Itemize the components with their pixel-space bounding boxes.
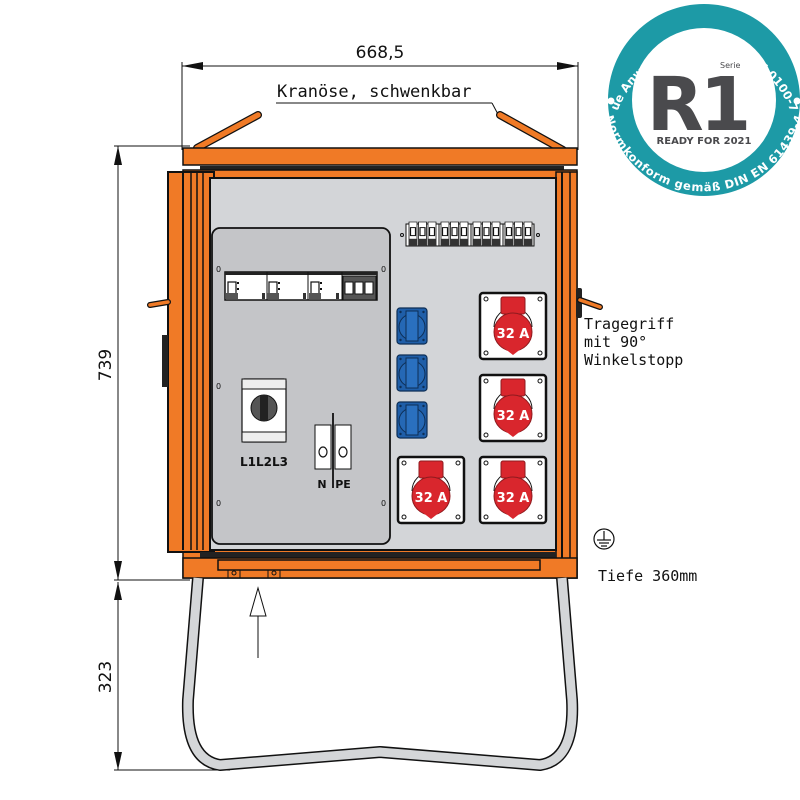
schuko-socket[interactable] xyxy=(396,307,428,345)
mcb[interactable] xyxy=(513,221,524,247)
height-dimension-body: 739 xyxy=(96,145,190,581)
breaker-group xyxy=(408,221,437,247)
svg-text:0: 0 xyxy=(216,265,221,274)
handle-label-line1: Tragegriff xyxy=(584,315,674,333)
body-height-value: 739 xyxy=(96,349,116,381)
cee-rating-label: 32 A xyxy=(497,491,530,506)
main-switch-phase-label: L1L2L3 xyxy=(240,455,288,469)
schuko-sockets xyxy=(396,307,428,439)
breaker-group xyxy=(502,221,533,247)
cee-rating-label: 32 A xyxy=(497,327,530,342)
crane-eye-callout: Kranöse, schwenkbar xyxy=(276,82,501,119)
crane-eye-label: Kranöse, schwenkbar xyxy=(277,82,471,102)
mcb[interactable] xyxy=(459,221,469,247)
badge-series-caption: Serie xyxy=(720,61,741,70)
mcb[interactable] xyxy=(472,221,482,247)
handle-label-line3: Winkelstopp xyxy=(584,351,683,369)
cee-rating-label: 32 A xyxy=(415,491,448,506)
crane-eye-right xyxy=(496,111,567,154)
mcb[interactable] xyxy=(427,221,437,247)
top-breaker-row xyxy=(400,221,540,247)
cable-entry-arrow xyxy=(249,586,267,658)
schuko-socket[interactable] xyxy=(396,354,428,392)
mcb[interactable] xyxy=(440,221,450,247)
leg-height-value: 323 xyxy=(96,661,116,693)
earth-symbol-icon xyxy=(593,528,615,550)
svg-text:0: 0 xyxy=(381,499,386,508)
cee-socket[interactable]: 32 A xyxy=(396,455,466,525)
stand-legs xyxy=(181,577,579,771)
mcb[interactable] xyxy=(449,221,460,247)
badge-series-name: R1 xyxy=(647,62,747,148)
mcb[interactable] xyxy=(417,221,428,247)
breaker-group xyxy=(470,221,501,247)
mcb[interactable] xyxy=(481,221,492,247)
rcd-3 xyxy=(309,272,343,300)
top-breaker-groups xyxy=(408,221,533,247)
mcb[interactable] xyxy=(408,221,418,247)
terminal-pe-label: PE xyxy=(335,478,351,491)
depth-label: Tiefe 360mm xyxy=(598,567,697,585)
mcb[interactable] xyxy=(504,221,514,247)
rcd-breaker-row xyxy=(224,271,378,301)
cee-socket[interactable]: 32 A xyxy=(478,373,548,443)
breaker-group xyxy=(438,221,469,247)
svg-text:0: 0 xyxy=(216,382,221,391)
cee-socket[interactable]: 32 A xyxy=(478,455,548,525)
width-value: 668,5 xyxy=(356,43,405,63)
badge-ready-text: READY FOR 2021 xyxy=(657,136,752,147)
terminal-n-label: N xyxy=(317,478,326,491)
svg-text:0: 0 xyxy=(216,499,221,508)
mcb[interactable] xyxy=(523,221,533,247)
width-dimension: 668,5 xyxy=(181,43,579,150)
handle-label-line2: mit 90° xyxy=(584,333,647,351)
cee-sockets: 32 A 32 A 32 A 32 A xyxy=(396,291,548,525)
handle-callout: Tragegriff mit 90° Winkelstopp xyxy=(584,315,683,369)
cee-rating-label: 32 A xyxy=(497,409,530,424)
rcd-2 xyxy=(267,272,309,300)
crane-eye-left xyxy=(193,111,262,152)
cee-socket[interactable]: 32 A xyxy=(478,291,548,361)
height-dimension-legs: 323 xyxy=(96,582,230,771)
mcb[interactable] xyxy=(491,221,501,247)
n-pe-terminals: N PE xyxy=(314,413,352,491)
mcb-group xyxy=(342,275,377,301)
svg-text:0: 0 xyxy=(381,265,386,274)
main-switch[interactable]: L1L2L3 xyxy=(240,378,288,469)
schuko-socket[interactable] xyxy=(396,401,428,439)
